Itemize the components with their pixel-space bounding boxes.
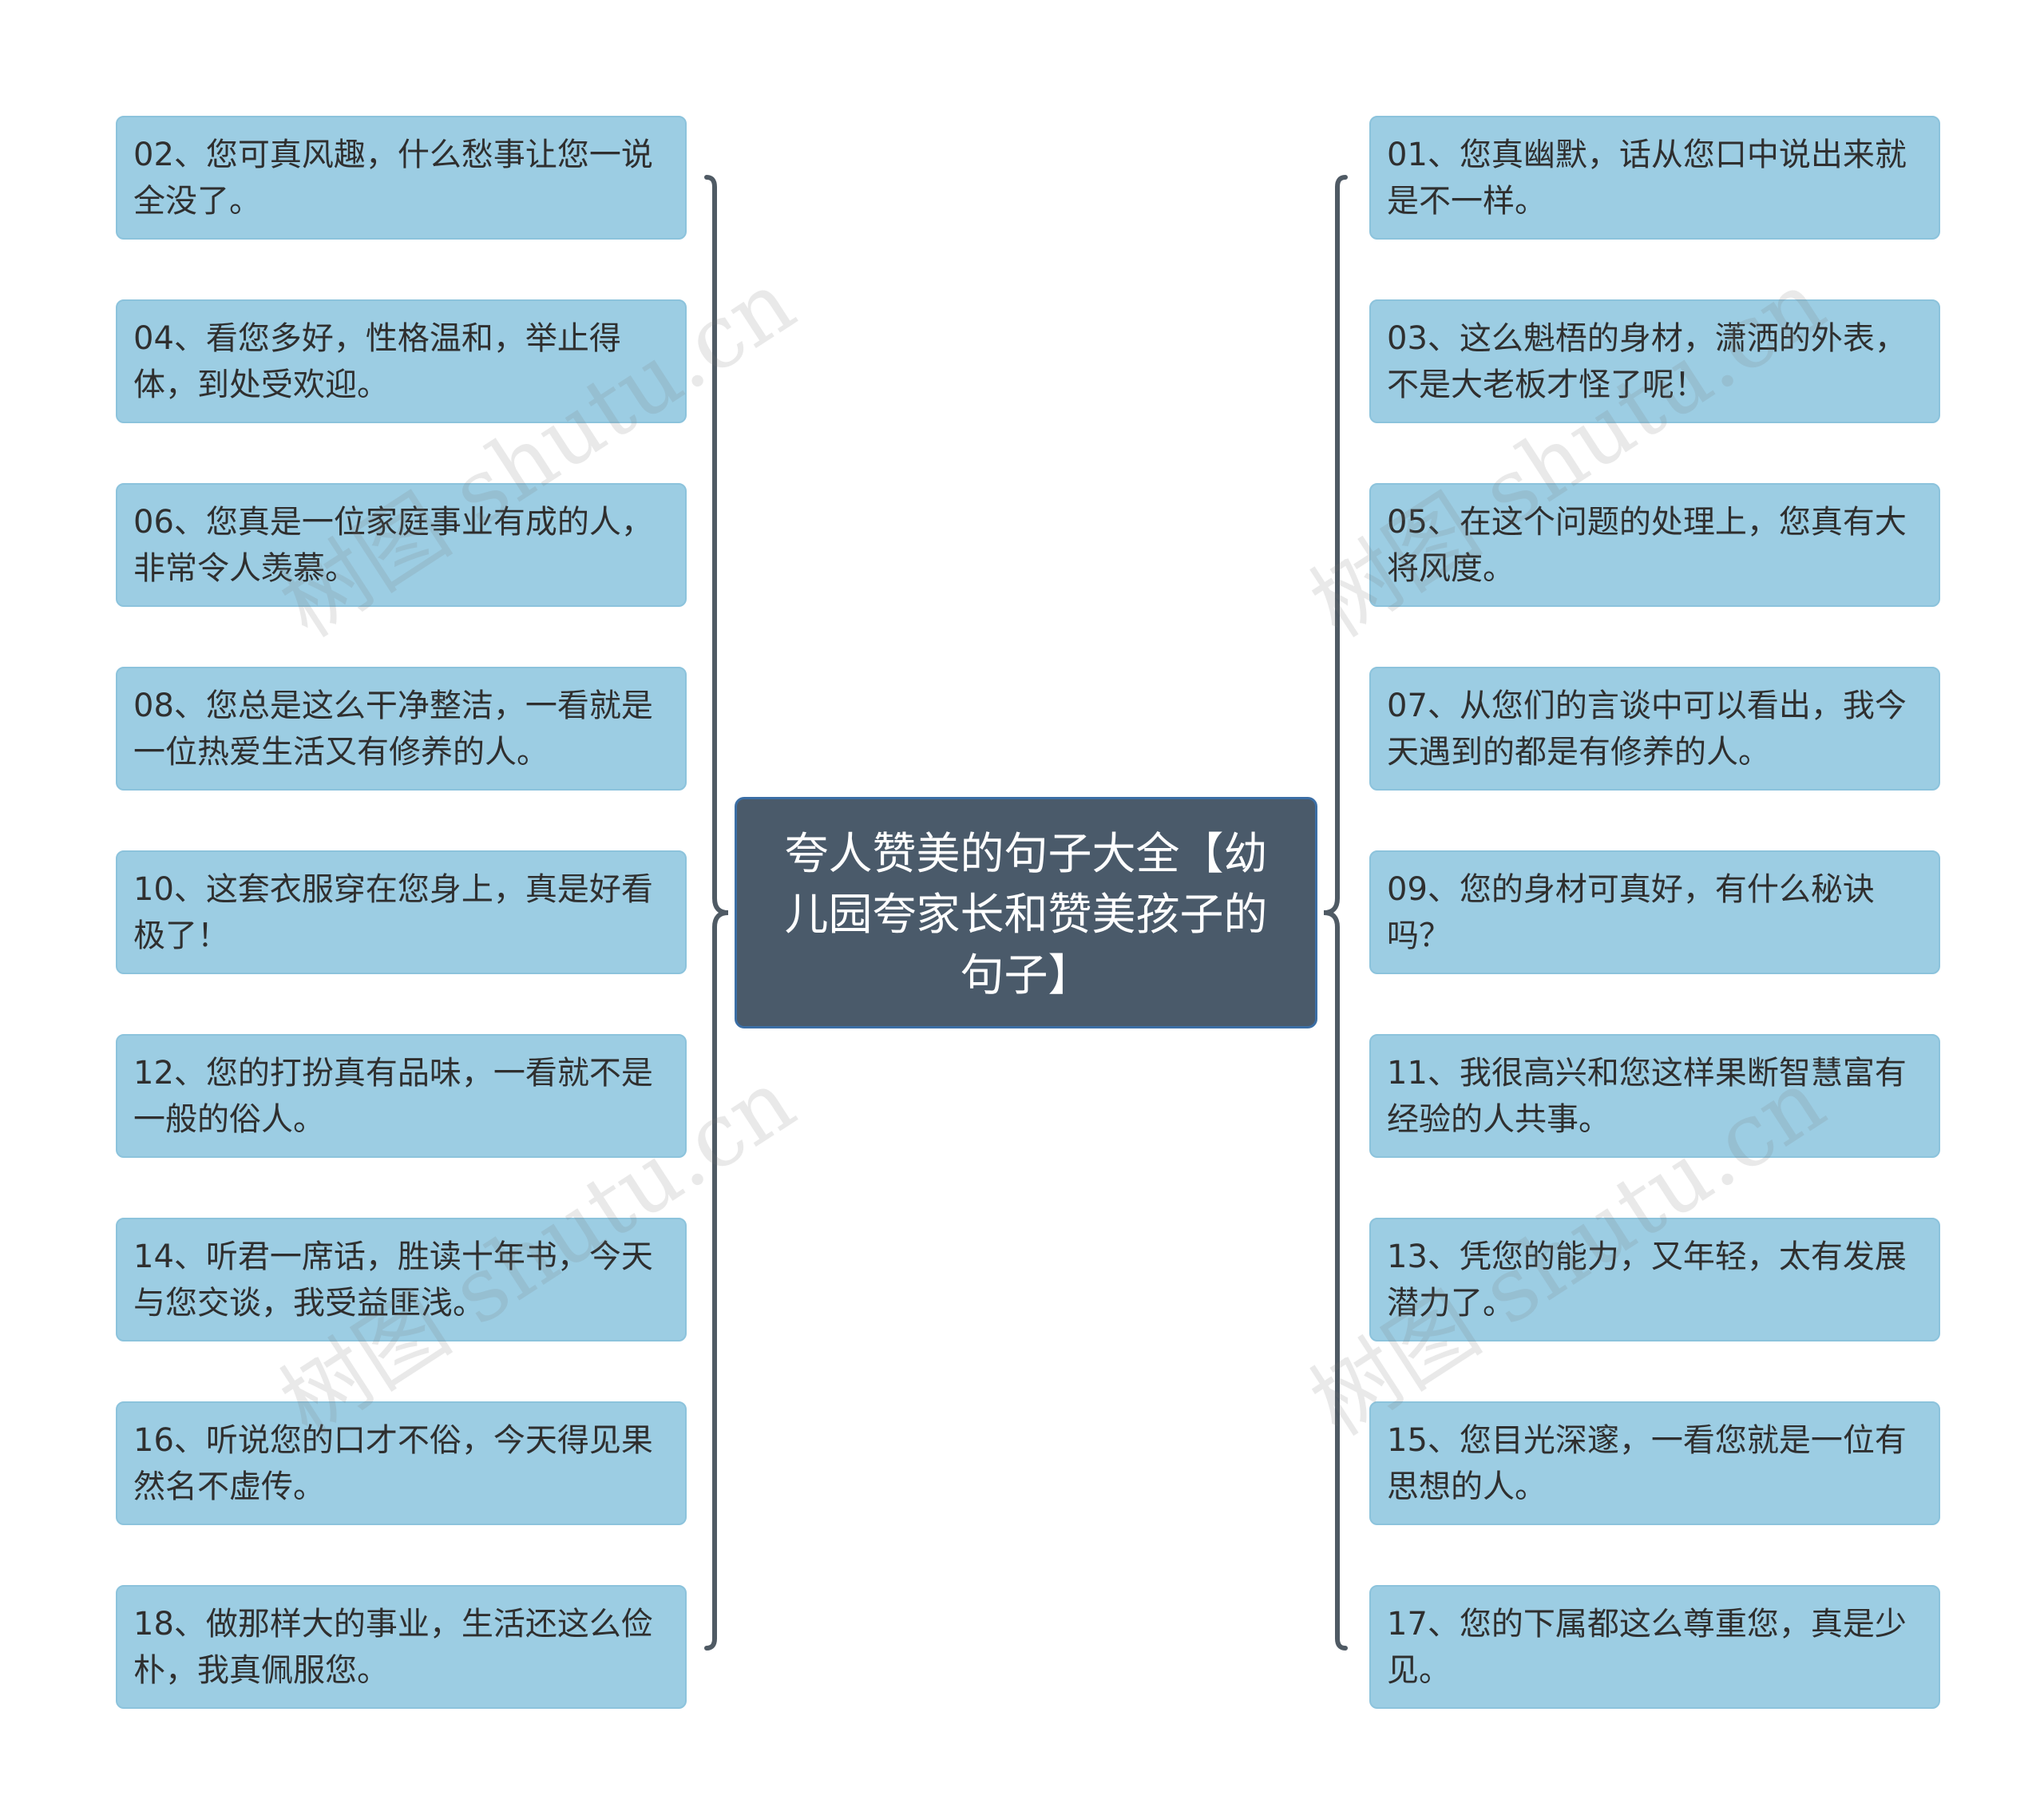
node-text: 05、在这个问题的处理上，您真有大将风度。: [1387, 504, 1907, 587]
left-node-14[interactable]: 14、听君一席话，胜读十年书，今天与您交谈，我受益匪浅。: [116, 1218, 687, 1341]
node-text: 06、您真是一位家庭事业有成的人，非常令人羡慕。: [133, 504, 653, 587]
left-bracket-connector: [704, 175, 729, 1651]
left-node-12[interactable]: 12、您的打扮真有品味，一看就不是一般的俗人。: [116, 1034, 687, 1158]
left-node-10[interactable]: 10、这套衣服穿在您身上，真是好看极了！: [116, 850, 687, 974]
node-text: 17、您的下属都这么尊重您，真是少见。: [1387, 1606, 1907, 1689]
right-node-05[interactable]: 05、在这个问题的处理上，您真有大将风度。: [1369, 483, 1940, 607]
right-node-01[interactable]: 01、您真幽默，话从您口中说出来就是不一样。: [1369, 116, 1940, 240]
right-node-11[interactable]: 11、我很高兴和您这样果断智慧富有经验的人共事。: [1369, 1034, 1940, 1158]
node-text: 16、听说您的口才不俗，今天得见果然名不虚传。: [133, 1422, 653, 1505]
node-text: 01、您真幽默，话从您口中说出来就是不一样。: [1387, 137, 1907, 220]
right-node-03[interactable]: 03、这么魁梧的身材，潇洒的外表，不是大老板才怪了呢！: [1369, 299, 1940, 423]
left-node-06[interactable]: 06、您真是一位家庭事业有成的人，非常令人羡慕。: [116, 483, 687, 607]
node-text: 18、做那样大的事业，生活还这么俭朴，我真佩服您。: [133, 1606, 653, 1689]
node-text: 11、我很高兴和您这样果断智慧富有经验的人共事。: [1387, 1055, 1907, 1138]
left-node-04[interactable]: 04、看您多好，性格温和，举止得体，到处受欢迎。: [116, 299, 687, 423]
node-text: 08、您总是这么干净整洁，一看就是一位热爱生活又有修养的人。: [133, 688, 653, 771]
node-text: 15、您目光深邃，一看您就是一位有思想的人。: [1387, 1422, 1907, 1505]
node-text: 10、这套衣服穿在您身上，真是好看极了！: [133, 871, 653, 954]
node-text: 14、听君一席话，胜读十年书，今天与您交谈，我受益匪浅。: [133, 1238, 653, 1322]
central-topic-title: 夸人赞美的句子大全【幼儿园夸家长和赞美孩子的句子】: [784, 828, 1268, 1001]
node-text: 04、看您多好，性格温和，举止得体，到处受欢迎。: [133, 320, 621, 403]
node-text: 07、从您们的言谈中可以看出，我今天遇到的都是有修养的人。: [1387, 688, 1907, 771]
left-node-08[interactable]: 08、您总是这么干净整洁，一看就是一位热爱生活又有修养的人。: [116, 667, 687, 791]
node-text: 02、您可真风趣，什么愁事让您一说全没了。: [133, 137, 653, 220]
node-text: 12、您的打扮真有品味，一看就不是一般的俗人。: [133, 1055, 653, 1138]
left-node-16[interactable]: 16、听说您的口才不俗，今天得见果然名不虚传。: [116, 1401, 687, 1525]
right-node-13[interactable]: 13、凭您的能力，又年轻，太有发展潜力了。: [1369, 1218, 1940, 1341]
node-text: 09、您的身材可真好，有什么秘诀吗？: [1387, 871, 1875, 954]
node-text: 03、这么魁梧的身材，潇洒的外表，不是大老板才怪了呢！: [1387, 320, 1907, 403]
right-node-17[interactable]: 17、您的下属都这么尊重您，真是少见。: [1369, 1585, 1940, 1709]
node-text: 13、凭您的能力，又年轻，太有发展潜力了。: [1387, 1238, 1907, 1322]
right-bracket-connector: [1323, 175, 1348, 1651]
left-node-02[interactable]: 02、您可真风趣，什么愁事让您一说全没了。: [116, 116, 687, 240]
right-node-15[interactable]: 15、您目光深邃，一看您就是一位有思想的人。: [1369, 1401, 1940, 1525]
right-node-07[interactable]: 07、从您们的言谈中可以看出，我今天遇到的都是有修养的人。: [1369, 667, 1940, 791]
right-node-09[interactable]: 09、您的身材可真好，有什么秘诀吗？: [1369, 850, 1940, 974]
central-topic[interactable]: 夸人赞美的句子大全【幼儿园夸家长和赞美孩子的句子】: [735, 797, 1317, 1028]
left-node-18[interactable]: 18、做那样大的事业，生活还这么俭朴，我真佩服您。: [116, 1585, 687, 1709]
